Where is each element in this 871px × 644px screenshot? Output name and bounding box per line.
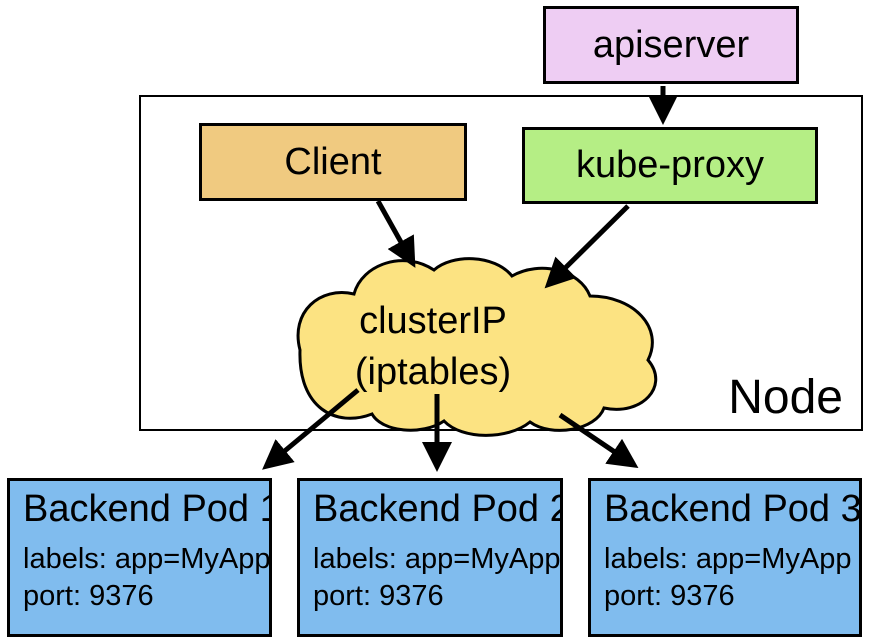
backend-pod-1-title: Backend Pod 1 [23, 488, 272, 530]
backend-pod-3-labels: labels: app=MyApp [604, 543, 852, 575]
backend-pod-3-title: Backend Pod 3 [604, 488, 862, 530]
kube-proxy-box: kube-proxy [522, 127, 818, 204]
cluster-ip-line1: clusterIP [359, 300, 507, 342]
cluster-ip-line2: (iptables) [354, 351, 512, 393]
backend-pod-1-port: port: 9376 [23, 580, 154, 612]
backend-pod-2-port: port: 9376 [313, 580, 444, 612]
backend-pod-3-box: Backend Pod 3 labels: app=MyApp port: 93… [588, 478, 862, 637]
backend-pod-1-labels: labels: app=MyApp [23, 543, 271, 575]
client-box: Client [199, 123, 467, 201]
backend-pod-2-labels: labels: app=MyApp [313, 543, 561, 575]
backend-pod-2-title: Backend Pod 2 [313, 488, 563, 530]
apiserver-box: apiserver [543, 6, 799, 84]
cluster-ip-label: clusterIP (iptables) [308, 296, 558, 398]
backend-pod-3-port: port: 9376 [604, 580, 735, 612]
backend-pod-2-box: Backend Pod 2 labels: app=MyApp port: 93… [297, 478, 563, 637]
backend-pod-1-box: Backend Pod 1 labels: app=MyApp port: 93… [7, 478, 272, 637]
node-label: Node [728, 370, 843, 424]
